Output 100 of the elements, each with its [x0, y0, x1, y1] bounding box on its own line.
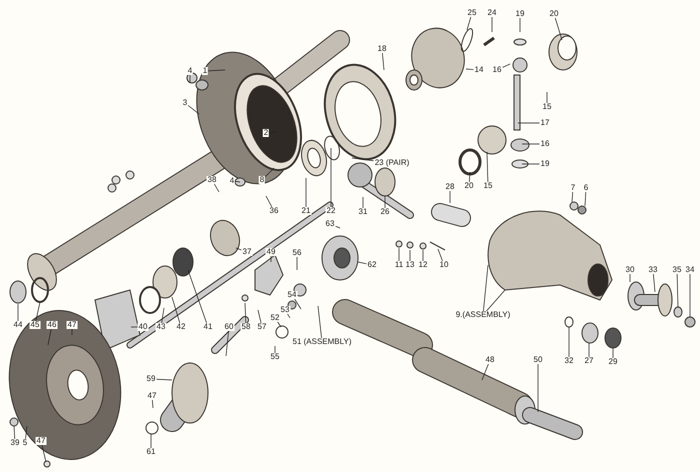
callout-number: 39 [10, 439, 20, 447]
leader-line [653, 274, 656, 292]
leader-line [518, 122, 540, 124]
leader-line [294, 298, 302, 310]
callout-number: 10 [438, 261, 450, 269]
callout-number: 35 [672, 266, 682, 274]
callout-number: 45 [30, 321, 40, 329]
leader-line [172, 296, 180, 324]
callout-number: 41 [202, 323, 214, 331]
leader-line [468, 172, 470, 182]
leader-line [214, 184, 220, 192]
callout-number: 4 [228, 177, 236, 185]
leader-line [382, 52, 384, 70]
callout-number: 60 [224, 323, 234, 331]
callout-number: 9.(ASSEMBLY) [454, 311, 512, 319]
callout-number: 58 [240, 323, 252, 331]
callout-number: 12 [418, 261, 428, 269]
leader-line [335, 226, 340, 228]
leader-line [362, 196, 364, 208]
callout-number: 29 [608, 358, 618, 366]
callout-number: 14 [474, 66, 484, 74]
leader-line [422, 250, 424, 262]
leader-line [568, 326, 570, 358]
callout-number: 44 [12, 321, 24, 329]
leader-line [161, 308, 164, 324]
callout-number: 43 [156, 323, 166, 331]
callout-number: 46 [46, 321, 58, 329]
callout-number: 3 [182, 99, 188, 107]
leader-line [270, 256, 272, 262]
callout-number: 57 [256, 323, 268, 331]
leader-line [188, 105, 200, 114]
leader-line [36, 302, 40, 322]
callout-number: 7 [570, 184, 576, 192]
callout-number: 50 [532, 356, 544, 364]
leader-line [554, 18, 562, 40]
callout-number: 47 [146, 392, 158, 400]
callout-number: 26 [380, 208, 390, 216]
callout-number: 11 [394, 261, 404, 269]
callout-number: 17 [540, 119, 550, 127]
leader-line [612, 348, 614, 358]
callout-number: 23 (PAIR) [374, 159, 410, 167]
callout-number: 15 [482, 182, 494, 190]
leader-line [42, 444, 46, 462]
callout-number: 5 [22, 439, 28, 447]
callout-number: 31 [358, 208, 368, 216]
callout-number: 47 [36, 437, 46, 445]
leader-line [277, 322, 282, 328]
leader-line [486, 290, 506, 312]
callout-number: 33 [648, 266, 658, 274]
callout-number: 13 [404, 261, 416, 269]
callout-number: 51 (ASSEMBLY) [292, 338, 352, 346]
callout-number: 34 [684, 266, 696, 274]
callout-number: 56 [292, 249, 302, 257]
callout-number: 6 [582, 184, 590, 192]
callout-number: 4 [186, 67, 194, 75]
leader-line [152, 400, 154, 408]
leader-line [482, 364, 489, 380]
leader-line [244, 302, 246, 324]
callout-number: 20 [548, 10, 560, 18]
leader-line [48, 328, 52, 346]
leader-line [236, 248, 242, 250]
callout-number: 21 [300, 207, 312, 215]
leader-line [358, 262, 367, 264]
callout-number: 22 [326, 207, 336, 215]
callout-number: 27 [584, 357, 594, 365]
leader-line [264, 168, 274, 178]
callout-number: 38 [206, 176, 218, 184]
leader-line [584, 192, 586, 206]
callout-number: 36 [268, 207, 280, 215]
callout-number: 16 [540, 140, 550, 148]
callout-number: 16 [492, 66, 502, 74]
leader-line [486, 152, 488, 182]
callout-number: 62 [366, 261, 378, 269]
callout-number: 37 [242, 248, 252, 256]
callout-number: 47 [66, 321, 78, 329]
leader-line [330, 148, 332, 208]
callout-number: 55 [270, 353, 280, 361]
callout-number: 25 [466, 9, 478, 17]
leader-line [274, 346, 276, 354]
leader-line [234, 181, 240, 182]
leader-line [466, 16, 472, 30]
leader-line [25, 426, 28, 440]
leader-line [466, 68, 474, 70]
callout-number: 2 [262, 129, 270, 137]
callout-number: 40 [138, 323, 148, 331]
callout-number: 30 [624, 266, 636, 274]
callout-number: 53 [280, 306, 290, 314]
callout-number: 15 [542, 103, 552, 111]
leader-line [296, 256, 298, 270]
callout-number: 24 [486, 9, 498, 17]
leader-line [208, 70, 226, 72]
callout-number: 59 [146, 375, 156, 383]
leader-line [14, 426, 16, 440]
leader-line [398, 248, 400, 262]
leader-line [266, 196, 272, 208]
callout-number: 28 [444, 183, 456, 191]
leader-line [546, 92, 548, 104]
leader-line [188, 270, 207, 324]
callout-number: 32 [564, 357, 574, 365]
callout-number: 48 [484, 356, 496, 364]
